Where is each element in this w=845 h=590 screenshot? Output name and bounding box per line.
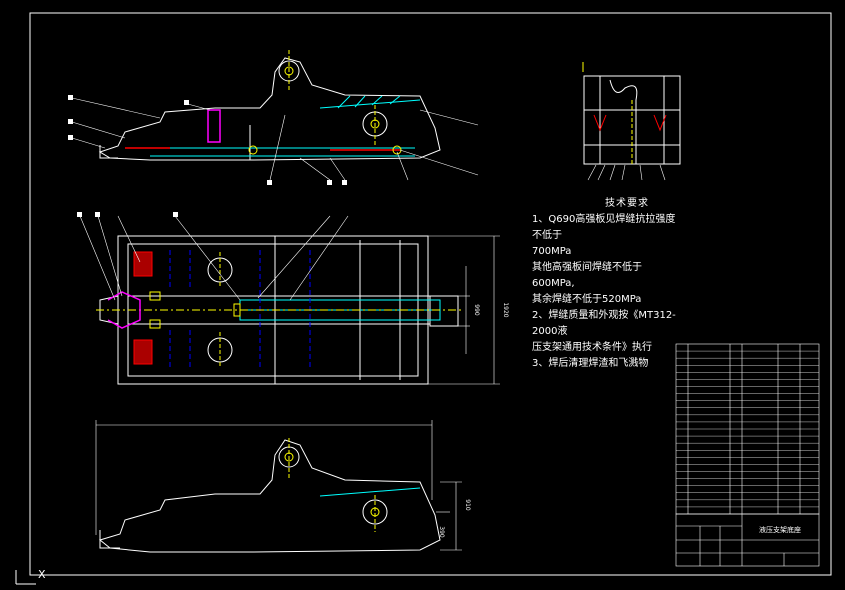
parts-list-rows <box>676 350 819 508</box>
requirement-line: 700MPa <box>532 246 572 257</box>
side-view-top-yellow-pins <box>248 50 402 155</box>
dimension-inner-width: 990 <box>473 304 480 316</box>
drawing-border <box>29 12 832 576</box>
side-view-bottom-cyan <box>319 487 421 497</box>
technical-requirements: 技术要求 1、Q690高强板见焊缝抗拉强度不低于 700MPa 其他高强板间焊缝… <box>532 196 682 372</box>
side-view-bottom <box>98 439 441 553</box>
side-view-top-cyan-plates <box>150 95 421 157</box>
plan-view-magenta <box>107 291 141 329</box>
dimension-height-910: 910 <box>464 499 471 511</box>
plan-view-red-hatch <box>133 251 153 365</box>
dimension-overall-width: 1920 <box>502 302 509 317</box>
side-view-bottom-dimensions <box>95 420 462 551</box>
ucs-x-label: X <box>38 568 46 581</box>
side-view-top-red-welds <box>125 147 400 151</box>
requirement-line: 其他高强板间焊缝不低于600MPa, <box>532 262 642 289</box>
plan-view-leaders <box>79 215 349 301</box>
dimension-height-390: 390 <box>438 526 445 538</box>
requirement-line: 2、焊缝质量和外观按《MT312-2000液 <box>532 310 676 337</box>
requirement-line: 压支架通用技术条件》执行 <box>532 342 652 353</box>
section-view-details <box>593 114 667 132</box>
side-view-bottom-yellow <box>284 438 380 532</box>
plan-view-balloons <box>77 212 178 217</box>
section-view-yellow-lines <box>582 62 633 165</box>
title-block <box>675 513 820 567</box>
plan-view-dimensions <box>428 235 500 385</box>
magenta-lug <box>207 109 221 143</box>
technical-requirements-title: 技术要求 <box>605 198 649 209</box>
plan-view-yellow-centerlines <box>96 252 462 368</box>
ucs-axis-icon <box>15 570 36 585</box>
requirement-line: 3、焊后清理焊渣和飞溅物 <box>532 358 649 369</box>
title-block-drawing-name: 液压支架底座 <box>759 525 801 534</box>
side-view-top-leaders <box>71 97 479 181</box>
requirement-line: 其余焊缝不低于520MPa <box>532 294 642 305</box>
side-view-top-balloons <box>68 95 347 185</box>
section-view-leaders <box>587 164 666 181</box>
side-view-top <box>98 57 441 161</box>
requirement-line: 1、Q690高强板见焊缝抗拉强度不低于 <box>532 214 676 241</box>
